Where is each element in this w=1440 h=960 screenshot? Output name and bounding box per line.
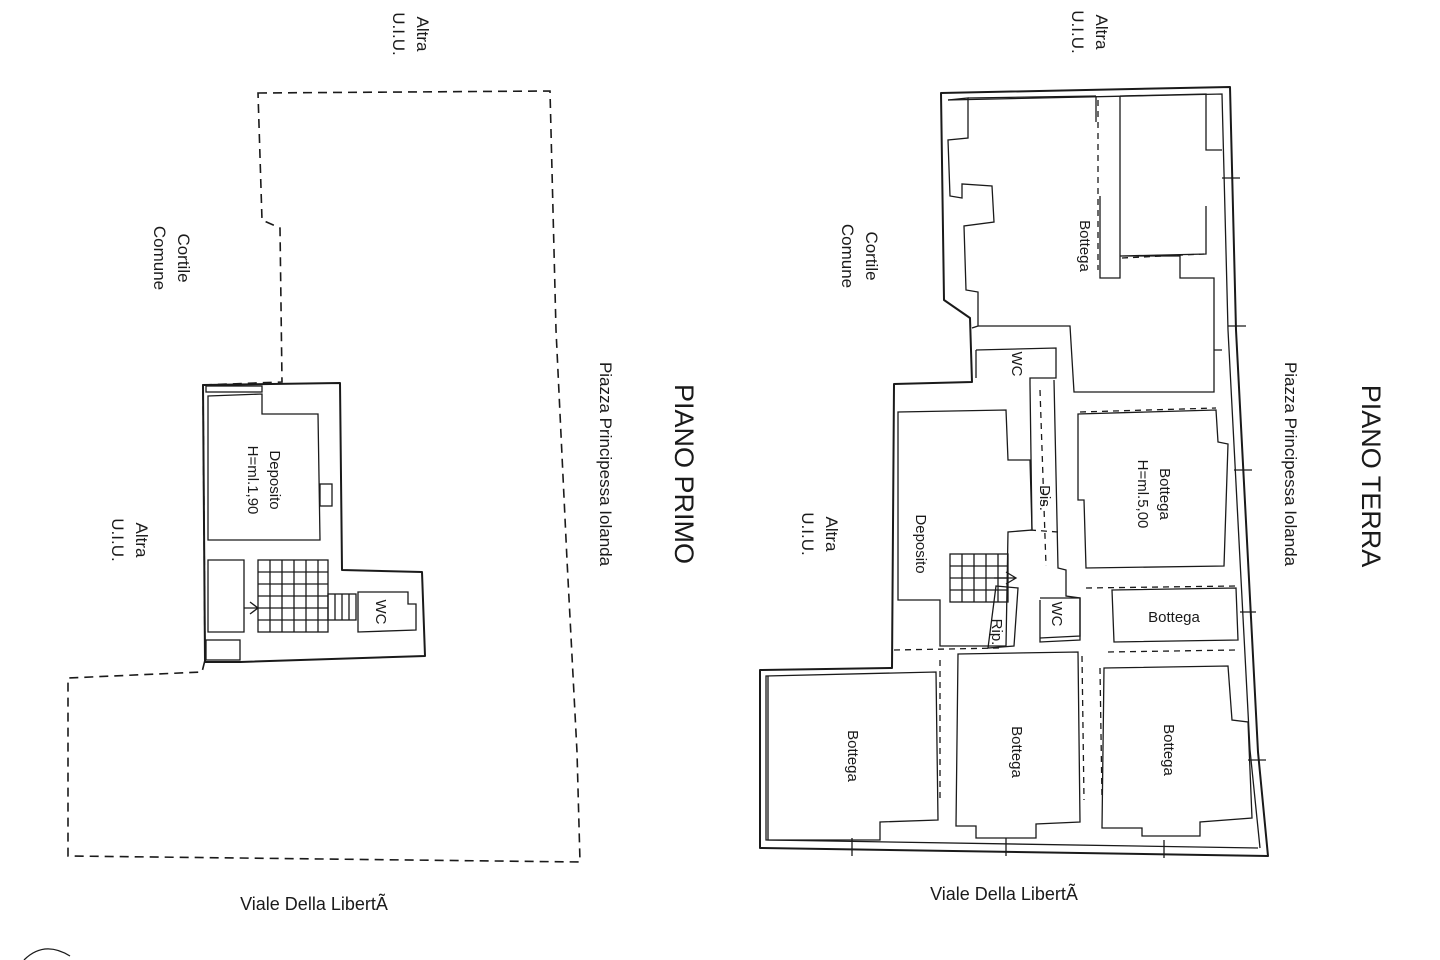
first-floor-lower-room — [207, 559, 245, 633]
ground-floor-shop-top-walls — [967, 93, 1222, 393]
ground-floor-wc-top — [975, 347, 1057, 384]
svg-text:Cortile: Cortile — [862, 231, 881, 280]
ground-floor-shop-bottom-left — [765, 671, 939, 841]
svg-text:Comune: Comune — [838, 224, 857, 288]
ground-floor-street-label: Viale Della LibertÃ — [930, 883, 1078, 904]
first-floor-other-unit-side: Altra U.I.U. — [108, 518, 151, 561]
first-floor-building-walls — [202, 382, 426, 663]
ground-floor-shop-bottom-right — [1101, 665, 1253, 837]
ground-floor-title: PIANO TERRA — [1356, 385, 1386, 568]
ground-floor-wc-label: WC — [1048, 602, 1065, 627]
ground-floor-courtyard-label: Cortile Comune — [838, 224, 881, 288]
svg-text:Altra: Altra — [413, 17, 432, 53]
ground-floor-staircase — [949, 553, 1018, 603]
first-floor-window-bottom — [205, 639, 241, 661]
first-floor-boundary — [67, 90, 581, 863]
svg-text:U.I.U.: U.I.U. — [389, 12, 408, 55]
ground-floor-dashed-corridor — [1029, 389, 1059, 567]
svg-text:Altra: Altra — [132, 523, 151, 559]
ground-floor-closet — [987, 585, 1019, 649]
ground-floor-dashed-partition-center — [1079, 407, 1237, 589]
first-floor-wc — [357, 591, 417, 633]
svg-text:Altra: Altra — [822, 517, 841, 553]
ground-floor-dashed-partitions-bottom — [893, 647, 1237, 801]
svg-text:Comune: Comune — [150, 226, 169, 290]
ground-floor-wc-top-label: WC — [1008, 352, 1025, 377]
first-floor-street-label: Viale Della LibertÃ — [240, 893, 388, 914]
first-floor-niche — [319, 483, 333, 507]
ground-floor-shop-bottom-right-label: Bottega — [1160, 724, 1177, 776]
ground-floor-shop-center — [1077, 409, 1229, 569]
svg-text:Deposito: Deposito — [266, 450, 283, 509]
ground-floor-shop-top-label: Bottega — [1076, 220, 1093, 272]
first-floor-window-top — [205, 385, 263, 393]
first-floor-plan: PIANO PRIMO Piazza Principessa Iolanda V… — [67, 12, 699, 914]
ground-floor-square-label: Piazza Principessa Iolanda — [1281, 362, 1300, 567]
ground-floor-west-facade — [947, 97, 995, 329]
ground-floor-wc — [1039, 597, 1081, 639]
svg-text:U.I.U.: U.I.U. — [108, 518, 127, 561]
ground-floor-closet-label: Rip. — [988, 619, 1005, 646]
ground-floor-other-unit-top: Altra U.I.U. — [1068, 10, 1111, 53]
ground-floor-other-unit-side: Altra U.I.U. — [798, 512, 841, 555]
ground-floor-dashed-partition-top — [1097, 100, 1205, 270]
ground-floor-corridor-label: Dis. — [1036, 485, 1053, 511]
ground-floor-facade-ticks — [851, 177, 1266, 858]
ground-floor-storage-label: Deposito — [912, 514, 929, 573]
corner-scan-mark — [23, 948, 71, 960]
first-floor-staircase — [244, 559, 357, 633]
ground-floor-storage-room — [897, 409, 1033, 647]
svg-text:Cortile: Cortile — [174, 233, 193, 282]
first-floor-storage-room — [207, 393, 321, 541]
ground-floor-shop-bottom-middle — [955, 651, 1081, 839]
svg-text:Bottega: Bottega — [1156, 468, 1173, 520]
svg-text:H=ml.1,90: H=ml.1,90 — [244, 446, 261, 515]
ground-floor-building-walls — [759, 86, 1269, 857]
first-floor-title: PIANO PRIMO — [669, 384, 699, 564]
first-floor-square-label: Piazza Principessa Iolanda — [596, 362, 615, 567]
ground-floor-shop-bottom-left-label: Bottega — [844, 730, 861, 782]
svg-text:U.I.U.: U.I.U. — [798, 512, 817, 555]
ground-floor-shop-center-label: Bottega H=ml.5,00 — [1134, 460, 1173, 529]
ground-floor-shop-small — [1111, 587, 1239, 643]
first-floor-courtyard-label: Cortile Comune — [150, 226, 193, 290]
first-floor-wc-label: WC — [372, 600, 389, 625]
ground-floor-corridor-walls — [1029, 379, 1081, 643]
svg-text:H=ml.5,00: H=ml.5,00 — [1134, 460, 1151, 529]
ground-floor-shop-small-label: Bottega — [1148, 609, 1200, 626]
first-floor-storage-label: Deposito H=ml.1,90 — [244, 446, 283, 515]
svg-text:U.I.U.: U.I.U. — [1068, 10, 1087, 53]
ground-floor-shop-bottom-middle-label: Bottega — [1008, 726, 1025, 778]
ground-floor-plan: PIANO TERRA Piazza Principessa Iolanda V… — [759, 10, 1386, 904]
first-floor-other-unit-top: Altra U.I.U. — [389, 12, 432, 55]
svg-text:Altra: Altra — [1092, 15, 1111, 51]
